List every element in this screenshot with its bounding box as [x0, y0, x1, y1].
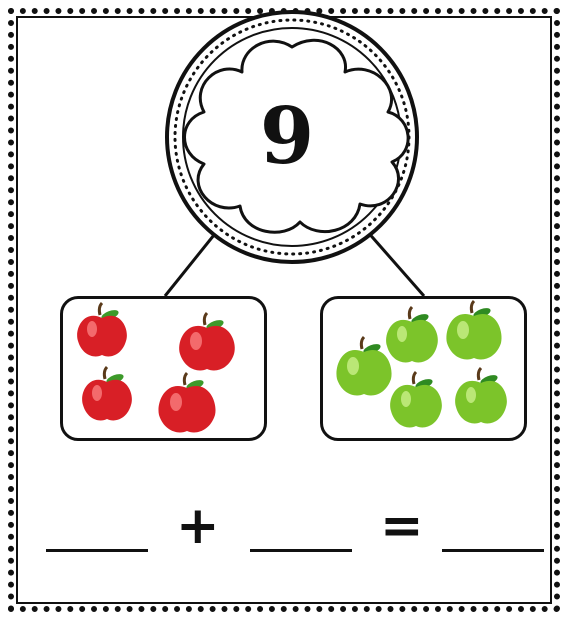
connector-line-left	[163, 229, 220, 297]
apple-icon	[82, 365, 132, 421]
left-apple-group	[77, 301, 235, 433]
apple-icon	[179, 311, 235, 371]
answer-blank-first-addend[interactable]	[46, 549, 148, 552]
apple-icon	[390, 370, 442, 428]
flower-shape	[183, 38, 410, 234]
right-apple-group	[336, 299, 507, 428]
apple-icon	[336, 335, 392, 396]
answer-blank-second-addend[interactable]	[250, 549, 352, 552]
connector-line-right	[364, 229, 426, 297]
apple-icon	[386, 305, 438, 363]
apple-icon	[455, 366, 507, 424]
equals-sign: =	[380, 496, 424, 556]
answer-blank-sum[interactable]	[442, 549, 544, 552]
apple-icon	[77, 301, 127, 357]
plus-sign: +	[176, 496, 220, 556]
total-number: 9	[259, 91, 315, 182]
apple-icon	[158, 371, 216, 433]
apple-icon	[446, 299, 502, 360]
